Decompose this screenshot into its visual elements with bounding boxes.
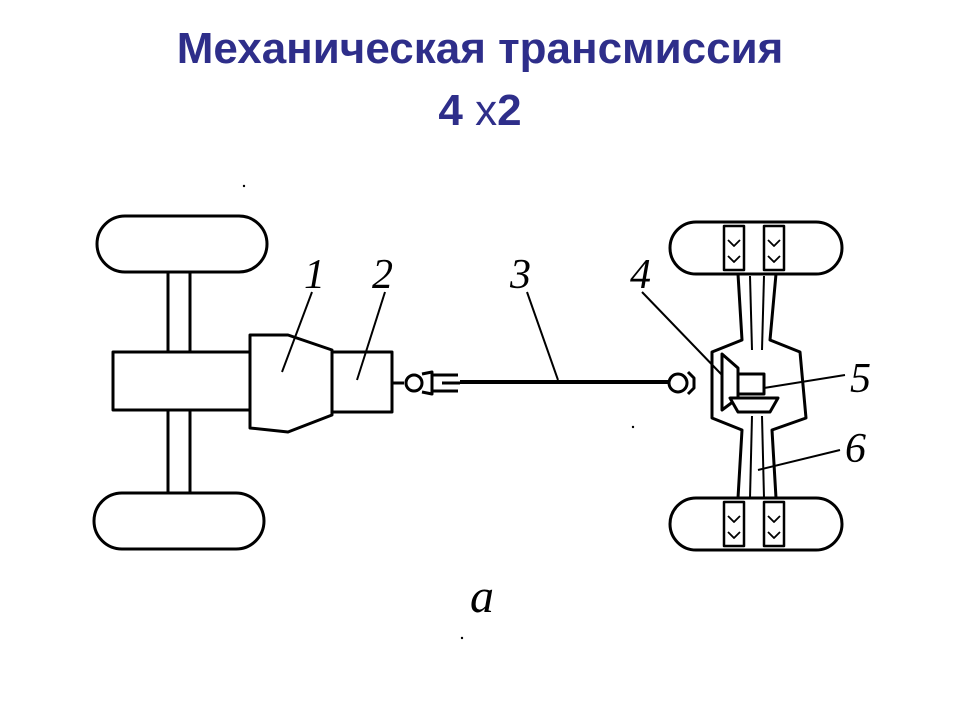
front-axle-beam-lower — [166, 408, 192, 495]
axle-shaft-lower-left — [749, 415, 753, 499]
axle-shaft-upper-right — [761, 275, 765, 351]
label-2: 2 — [372, 252, 393, 298]
leader-4 — [641, 291, 723, 376]
title-digit-4: 4 — [438, 86, 476, 135]
rear-hubs — [722, 224, 786, 548]
label-5: 5 — [850, 356, 871, 402]
leader-1 — [281, 291, 313, 373]
front-right-wheel — [92, 491, 266, 551]
front-axle — [92, 214, 269, 551]
leader-5 — [763, 374, 846, 389]
leader-3 — [526, 291, 559, 381]
label-1: 1 — [304, 252, 325, 298]
label-6: 6 — [845, 426, 866, 472]
title-line-2: 4 х2 — [0, 80, 960, 142]
axle-shaft-upper-left — [749, 275, 753, 351]
title-line-1: Механическая трансмиссия — [176, 24, 784, 73]
rear-left-wheel — [668, 220, 844, 276]
clutch-housing — [248, 333, 334, 434]
leader-6 — [757, 449, 841, 471]
title-digit-2: 2 — [497, 86, 522, 135]
title-x: х — [475, 86, 498, 135]
axle-shaft-lower-right — [761, 415, 765, 499]
leader-lines — [281, 291, 846, 471]
scan-specks — [242, 184, 635, 640]
page-title: Механическая трансмиссия 4 х2 — [0, 18, 960, 142]
differential — [728, 372, 780, 414]
rear-right-wheel — [668, 496, 844, 552]
leader-2 — [356, 291, 386, 381]
label-4: 4 — [630, 252, 651, 298]
rear-universal-joint — [667, 370, 696, 396]
engine-block — [111, 350, 255, 412]
rear-axle — [668, 220, 844, 552]
label-3: 3 — [509, 252, 531, 298]
front-universal-joint — [392, 370, 460, 396]
front-axle-beam-upper — [166, 270, 192, 354]
diagram-caption: а — [470, 570, 494, 623]
front-left-wheel — [95, 214, 269, 274]
